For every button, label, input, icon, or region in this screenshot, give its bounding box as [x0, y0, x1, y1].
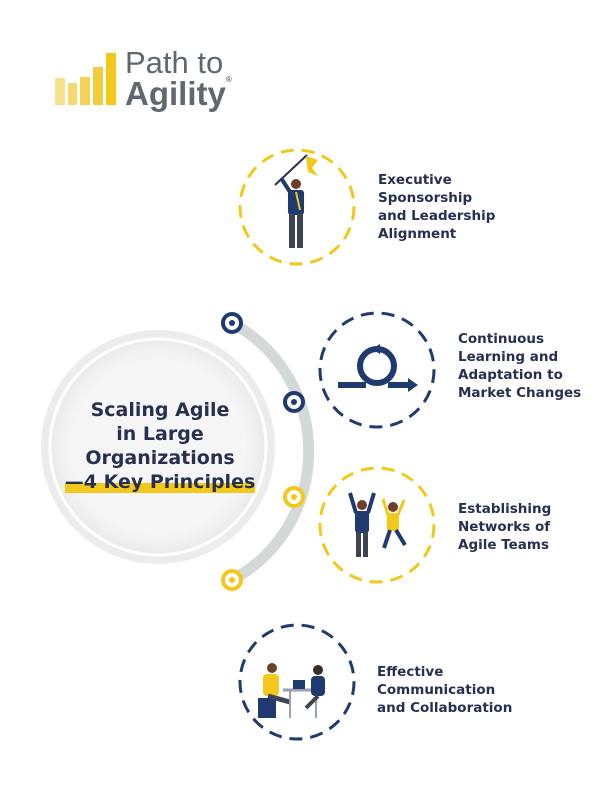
principle-ring-1	[238, 148, 356, 266]
principle-label-4: Effective Communication and Collaboratio…	[377, 664, 513, 716]
bar-chart-logo-icon	[55, 53, 116, 105]
principle-ring-4	[238, 623, 356, 741]
meeting-icon	[258, 663, 325, 718]
arc-dot-3	[283, 486, 305, 508]
person-with-flag-icon	[274, 154, 318, 248]
title-highlight: —4 Key Principles	[64, 471, 256, 493]
logo-text-line2: Agility®	[125, 75, 232, 112]
central-title: Scaling Agile in Large Organizations —4 …	[64, 399, 256, 493]
principle-label-2: Continuous Learning and Adaptation to Ma…	[458, 331, 582, 401]
arc-dot-1	[221, 312, 243, 334]
connector-arc	[226, 317, 315, 586]
logo-text-line1: Path to	[125, 45, 224, 80]
principle-label-3: Establishing Networks of Agile Teams	[458, 501, 552, 553]
celebrating-team-icon	[348, 492, 407, 557]
arc-dot-4	[221, 569, 243, 591]
arc-dot-2	[283, 391, 305, 413]
principle-label-1: Executive Sponsorship and Leadership Ali…	[378, 172, 496, 242]
principle-ring-2	[318, 311, 436, 429]
loop-arrow-icon	[338, 344, 418, 392]
principle-ring-3	[318, 466, 436, 584]
logo: Path to Agility®	[55, 45, 255, 115]
